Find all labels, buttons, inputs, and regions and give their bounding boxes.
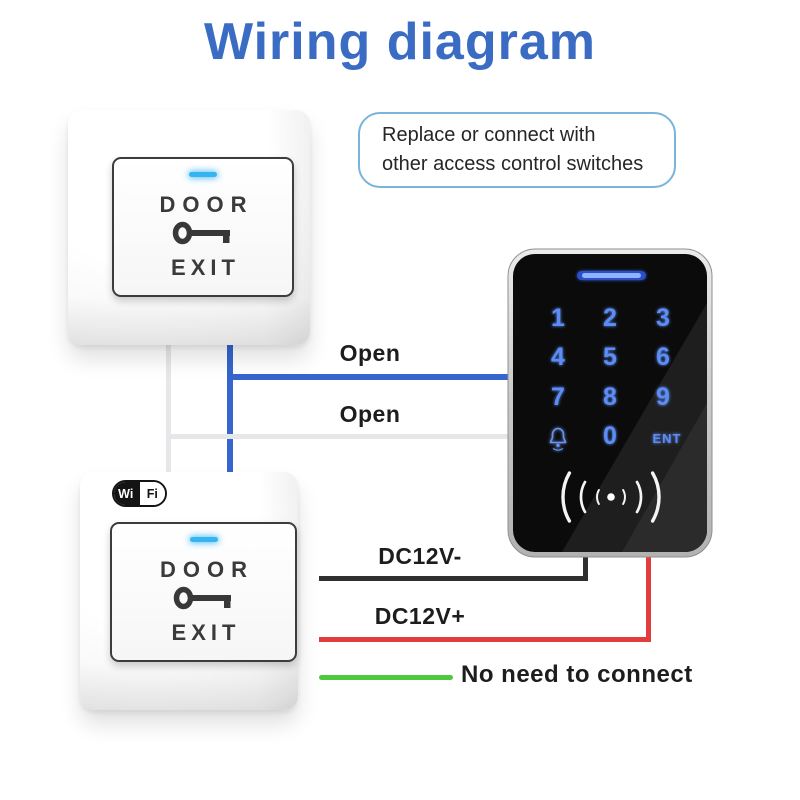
callout-line1: Replace or connect with (382, 124, 596, 146)
key-3: 3 (656, 304, 670, 332)
label-no-connect: No need to connect (461, 661, 693, 688)
wifi-badge-fi: Fi (137, 482, 165, 505)
wifi-badge-wi: Wi (114, 482, 138, 505)
wire-open-blue-horizontal (230, 374, 510, 380)
key-5: 5 (603, 343, 617, 371)
wire-dc12v-plus-vertical (646, 554, 651, 642)
label-open-top: Open (339, 340, 401, 366)
key-4: 4 (551, 343, 565, 371)
label-dc12v-plus: DC12V+ (374, 603, 466, 629)
wire-dc12v-minus-horizontal (319, 576, 588, 581)
key-8: 8 (603, 383, 617, 411)
key-6: 6 (656, 343, 670, 371)
wire-dc12v-plus-horizontal (319, 637, 651, 642)
access-control-keypad: 1 2 3 4 5 6 7 8 9 0 ENT (507, 248, 713, 558)
callout-note: Replace or connect with other access con… (358, 112, 676, 188)
exit-button-bottom-panel: DOOR EXIT (110, 522, 297, 662)
exit-label: EXIT (171, 255, 240, 280)
status-led-bar (577, 271, 646, 280)
exit-label: EXIT (171, 620, 241, 645)
key-7: 7 (551, 383, 565, 411)
exit-button-top-panel: DOOR EXIT (112, 157, 294, 297)
key-1: 1 (551, 304, 565, 332)
label-open-bottom: Open (339, 401, 401, 427)
led-indicator (189, 172, 217, 177)
exit-button-bottom: Wi Fi DOOR EXIT (80, 472, 298, 710)
wire-open-white-horizontal (166, 434, 510, 439)
rfid-reader-icon (561, 471, 661, 523)
key-icon (172, 221, 230, 245)
led-indicator (189, 537, 218, 542)
wire-dc12v-minus-vertical (583, 554, 588, 581)
door-label: DOOR (160, 557, 254, 582)
key-0: 0 (603, 422, 617, 450)
label-dc12v-minus: DC12V- (378, 543, 462, 569)
key-ent: ENT (653, 431, 682, 446)
doorbell-icon (549, 427, 567, 451)
key-icon (173, 586, 231, 610)
key-9: 9 (656, 383, 670, 411)
key-2: 2 (603, 304, 617, 332)
exit-button-top: DOOR EXIT (68, 110, 310, 345)
wifi-badge: Wi Fi (112, 480, 167, 507)
callout-line2: other access control switches (382, 153, 644, 175)
wire-no-connect-green (319, 675, 453, 680)
door-label: DOOR (159, 192, 254, 217)
page-title: Wiring diagram (203, 13, 596, 71)
